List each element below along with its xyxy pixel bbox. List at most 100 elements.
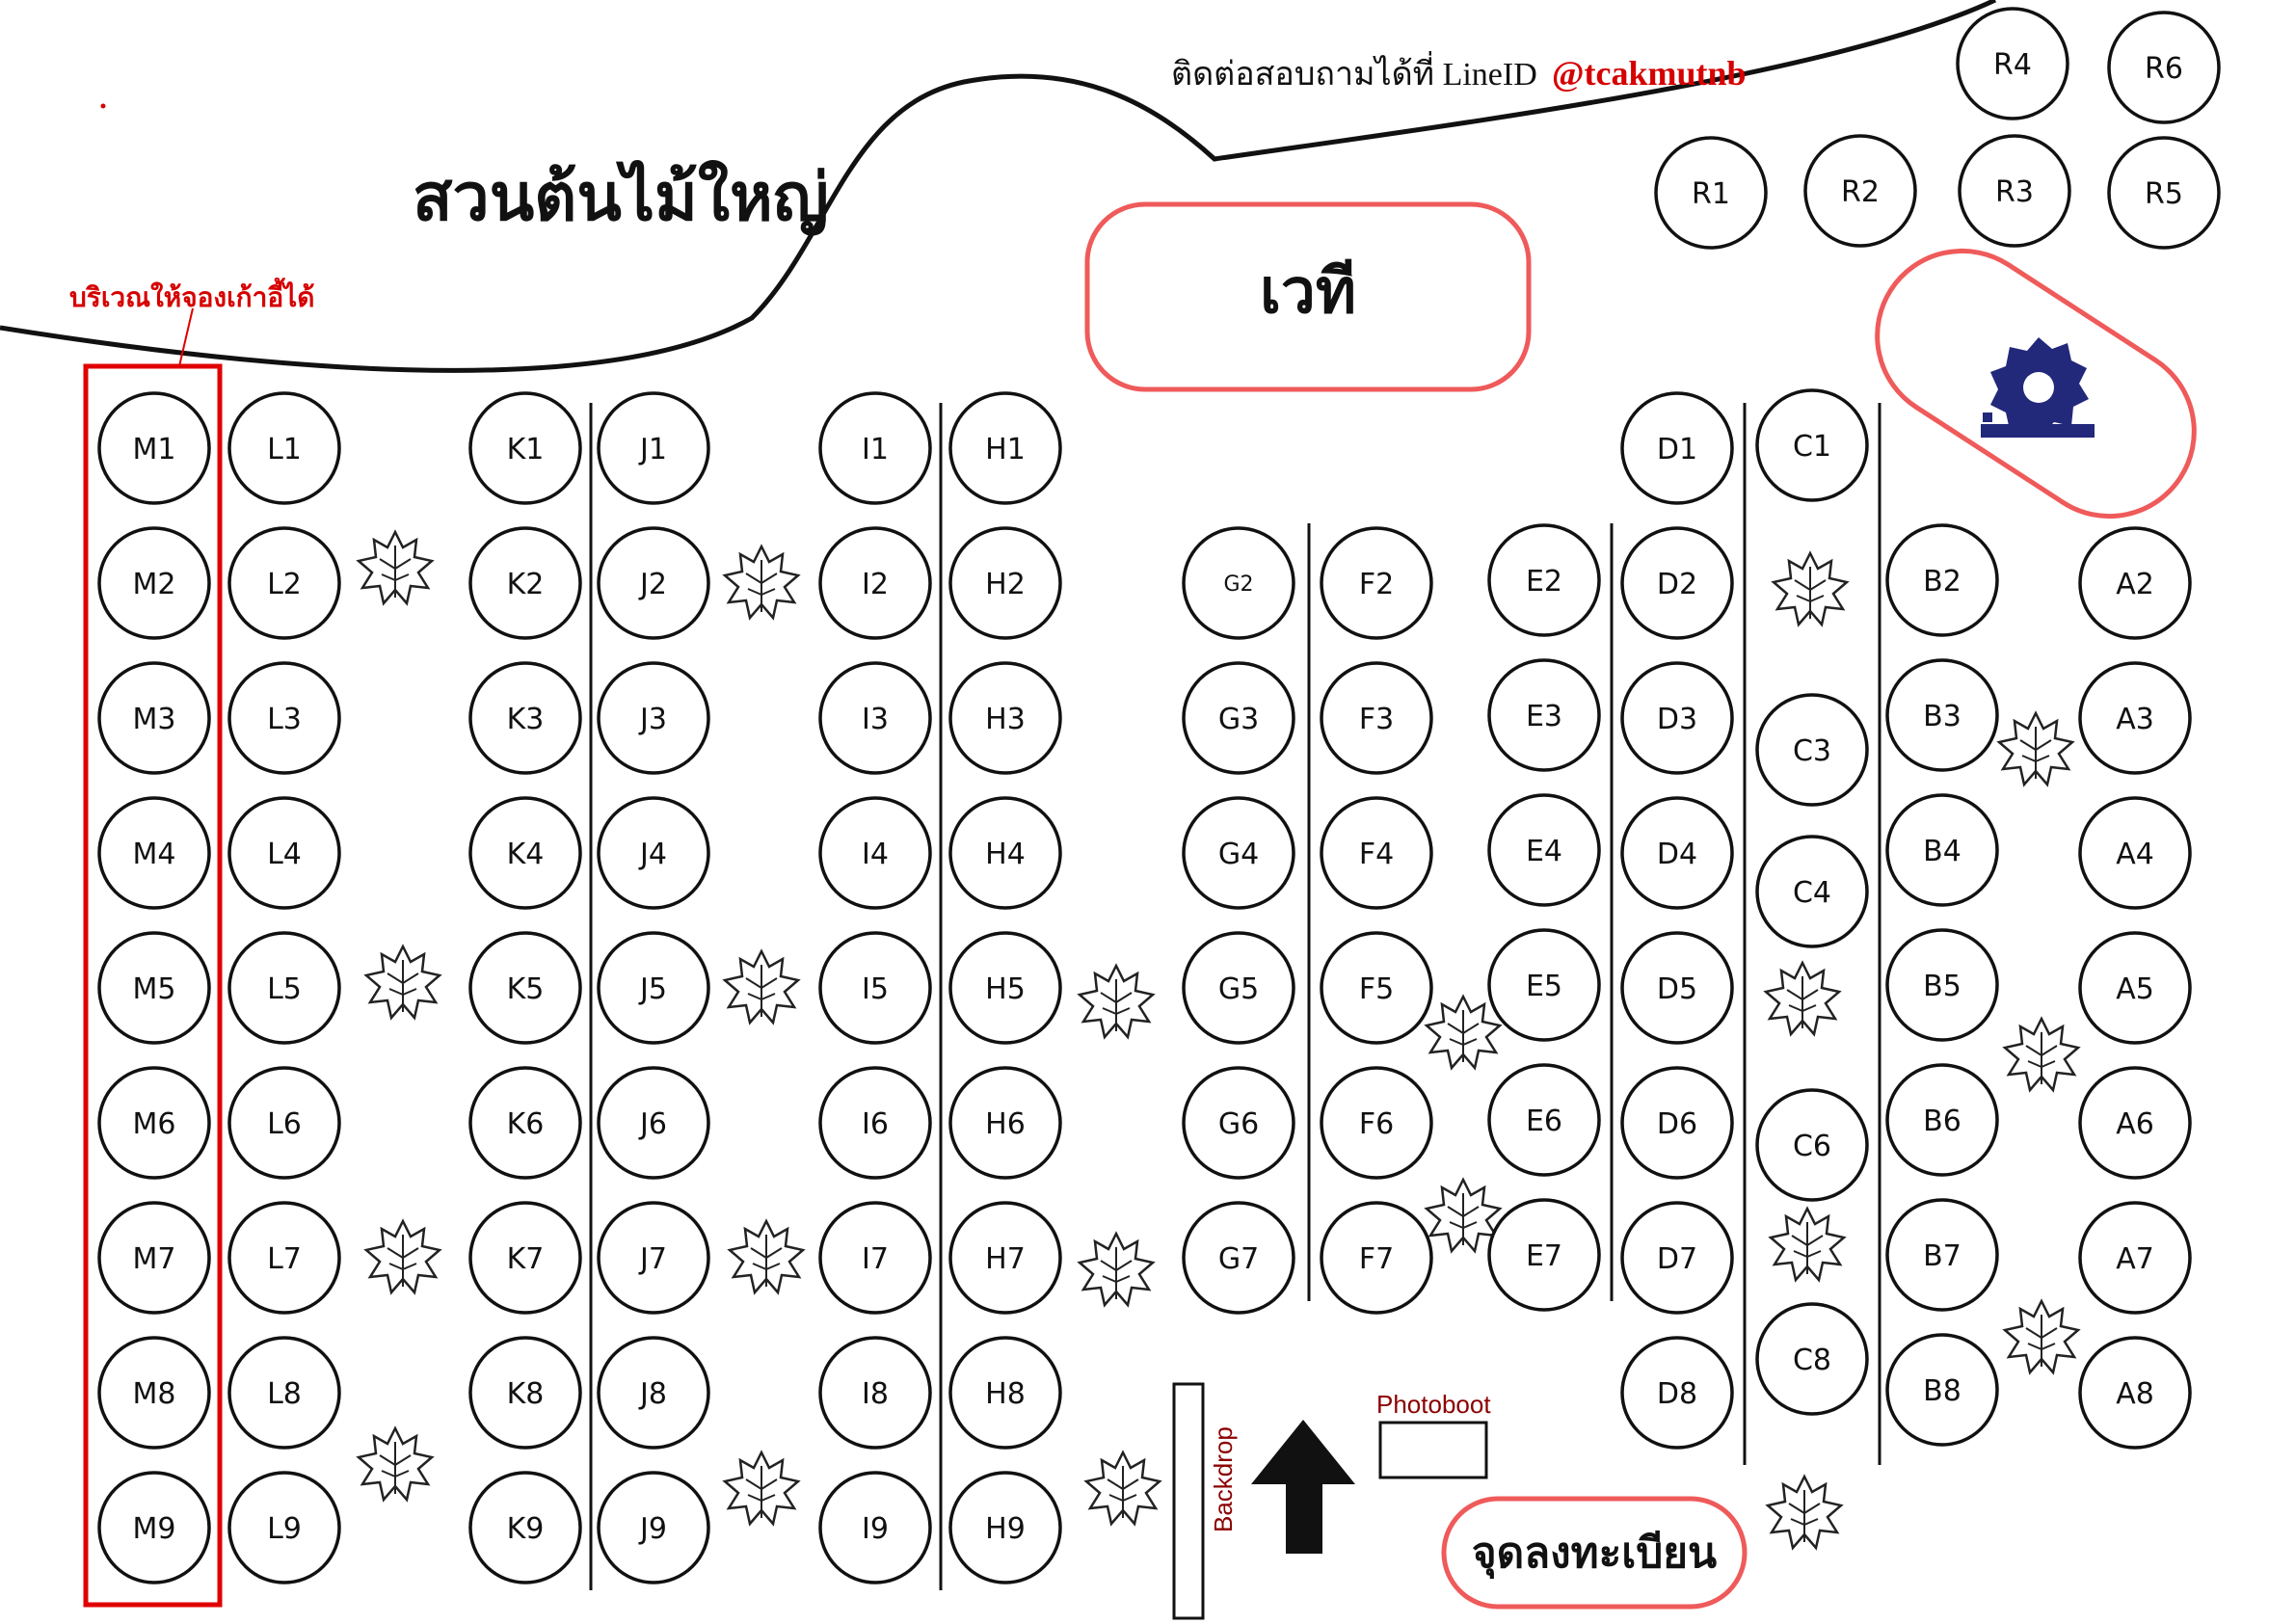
- table-i8[interactable]: I8: [818, 1336, 932, 1450]
- table-circle[interactable]: [97, 1471, 211, 1584]
- table-e4[interactable]: E4: [1487, 793, 1601, 907]
- table-k5[interactable]: K5: [468, 931, 582, 1045]
- table-circle[interactable]: [227, 661, 341, 775]
- table-a7[interactable]: A7: [2078, 1201, 2192, 1315]
- table-circle[interactable]: [597, 796, 710, 910]
- table-circle[interactable]: [597, 661, 710, 775]
- table-circle[interactable]: [1320, 1066, 1433, 1180]
- table-k6[interactable]: K6: [468, 1066, 582, 1180]
- table-m1[interactable]: M1: [97, 391, 211, 505]
- table-circle[interactable]: [1487, 1198, 1601, 1312]
- table-c4[interactable]: C4: [1755, 835, 1869, 948]
- table-circle[interactable]: [97, 391, 211, 505]
- table-circle[interactable]: [97, 526, 211, 640]
- table-h2[interactable]: H2: [948, 526, 1062, 640]
- table-circle[interactable]: [948, 661, 1062, 775]
- table-circle[interactable]: [1182, 796, 1295, 910]
- table-circle[interactable]: [818, 526, 932, 640]
- table-circle[interactable]: [2107, 136, 2221, 250]
- table-m6[interactable]: M6: [97, 1066, 211, 1180]
- table-circle[interactable]: [227, 1201, 341, 1315]
- table-i7[interactable]: I7: [818, 1201, 932, 1315]
- table-circle[interactable]: [2078, 931, 2192, 1045]
- table-circle[interactable]: [227, 931, 341, 1045]
- table-m8[interactable]: M8: [97, 1336, 211, 1450]
- table-circle[interactable]: [227, 391, 341, 505]
- table-circle[interactable]: [1885, 658, 1999, 772]
- table-circle[interactable]: [227, 1336, 341, 1450]
- table-j7[interactable]: J7: [597, 1201, 710, 1315]
- table-circle[interactable]: [818, 796, 932, 910]
- table-circle[interactable]: [1182, 661, 1295, 775]
- table-circle[interactable]: [468, 391, 582, 505]
- table-a6[interactable]: A6: [2078, 1066, 2192, 1180]
- table-d7[interactable]: D7: [1620, 1201, 1734, 1315]
- table-circle[interactable]: [597, 931, 710, 1045]
- table-circle[interactable]: [818, 391, 932, 505]
- table-circle[interactable]: [468, 1201, 582, 1315]
- table-circle[interactable]: [1182, 1201, 1295, 1315]
- table-i1[interactable]: I1: [818, 391, 932, 505]
- table-i6[interactable]: I6: [818, 1066, 932, 1180]
- table-l7[interactable]: L7: [227, 1201, 341, 1315]
- table-h5[interactable]: H5: [948, 931, 1062, 1045]
- table-r4[interactable]: R4: [1956, 7, 2069, 120]
- table-circle[interactable]: [1487, 523, 1601, 637]
- table-circle[interactable]: [1487, 1063, 1601, 1177]
- table-k2[interactable]: K2: [468, 526, 582, 640]
- table-l3[interactable]: L3: [227, 661, 341, 775]
- table-circle[interactable]: [948, 1336, 1062, 1450]
- table-g5[interactable]: G5: [1182, 931, 1295, 1045]
- table-e5[interactable]: E5: [1487, 928, 1601, 1042]
- table-circle[interactable]: [1755, 1088, 1869, 1202]
- table-circle[interactable]: [1654, 136, 1768, 250]
- table-circle[interactable]: [948, 391, 1062, 505]
- table-b4[interactable]: B4: [1885, 793, 1999, 907]
- table-d6[interactable]: D6: [1620, 1066, 1734, 1180]
- table-circle[interactable]: [1487, 928, 1601, 1042]
- table-circle[interactable]: [2078, 1066, 2192, 1180]
- table-l5[interactable]: L5: [227, 931, 341, 1045]
- table-circle[interactable]: [818, 1066, 932, 1180]
- table-k1[interactable]: K1: [468, 391, 582, 505]
- table-circle[interactable]: [97, 661, 211, 775]
- table-l8[interactable]: L8: [227, 1336, 341, 1450]
- table-m7[interactable]: M7: [97, 1201, 211, 1315]
- table-circle[interactable]: [468, 1066, 582, 1180]
- table-circle[interactable]: [1620, 931, 1734, 1045]
- table-f5[interactable]: F5: [1320, 931, 1433, 1045]
- table-d2[interactable]: D2: [1620, 526, 1734, 640]
- table-c1[interactable]: C1: [1755, 388, 1869, 502]
- table-f3[interactable]: F3: [1320, 661, 1433, 775]
- table-f4[interactable]: F4: [1320, 796, 1433, 910]
- table-c3[interactable]: C3: [1755, 693, 1869, 807]
- table-circle[interactable]: [597, 526, 710, 640]
- table-circle[interactable]: [227, 1471, 341, 1584]
- table-j8[interactable]: J8: [597, 1336, 710, 1450]
- table-h6[interactable]: H6: [948, 1066, 1062, 1180]
- table-d4[interactable]: D4: [1620, 796, 1734, 910]
- table-circle[interactable]: [97, 796, 211, 910]
- table-b8[interactable]: B8: [1885, 1333, 1999, 1447]
- table-j1[interactable]: J1: [597, 391, 710, 505]
- table-circle[interactable]: [1182, 526, 1295, 640]
- table-a8[interactable]: A8: [2078, 1336, 2192, 1450]
- table-circle[interactable]: [1320, 931, 1433, 1045]
- table-b5[interactable]: B5: [1885, 928, 1999, 1042]
- table-circle[interactable]: [1620, 391, 1734, 505]
- table-circle[interactable]: [1885, 523, 1999, 637]
- table-d1[interactable]: D1: [1620, 391, 1734, 505]
- table-m3[interactable]: M3: [97, 661, 211, 775]
- table-circle[interactable]: [2078, 1336, 2192, 1450]
- table-b2[interactable]: B2: [1885, 523, 1999, 637]
- table-e2[interactable]: E2: [1487, 523, 1601, 637]
- table-circle[interactable]: [468, 526, 582, 640]
- table-circle[interactable]: [1320, 1201, 1433, 1315]
- table-d3[interactable]: D3: [1620, 661, 1734, 775]
- table-circle[interactable]: [1620, 1336, 1734, 1450]
- table-circle[interactable]: [948, 931, 1062, 1045]
- table-circle[interactable]: [948, 1201, 1062, 1315]
- table-l1[interactable]: L1: [227, 391, 341, 505]
- table-circle[interactable]: [597, 1471, 710, 1584]
- table-circle[interactable]: [1803, 134, 1917, 248]
